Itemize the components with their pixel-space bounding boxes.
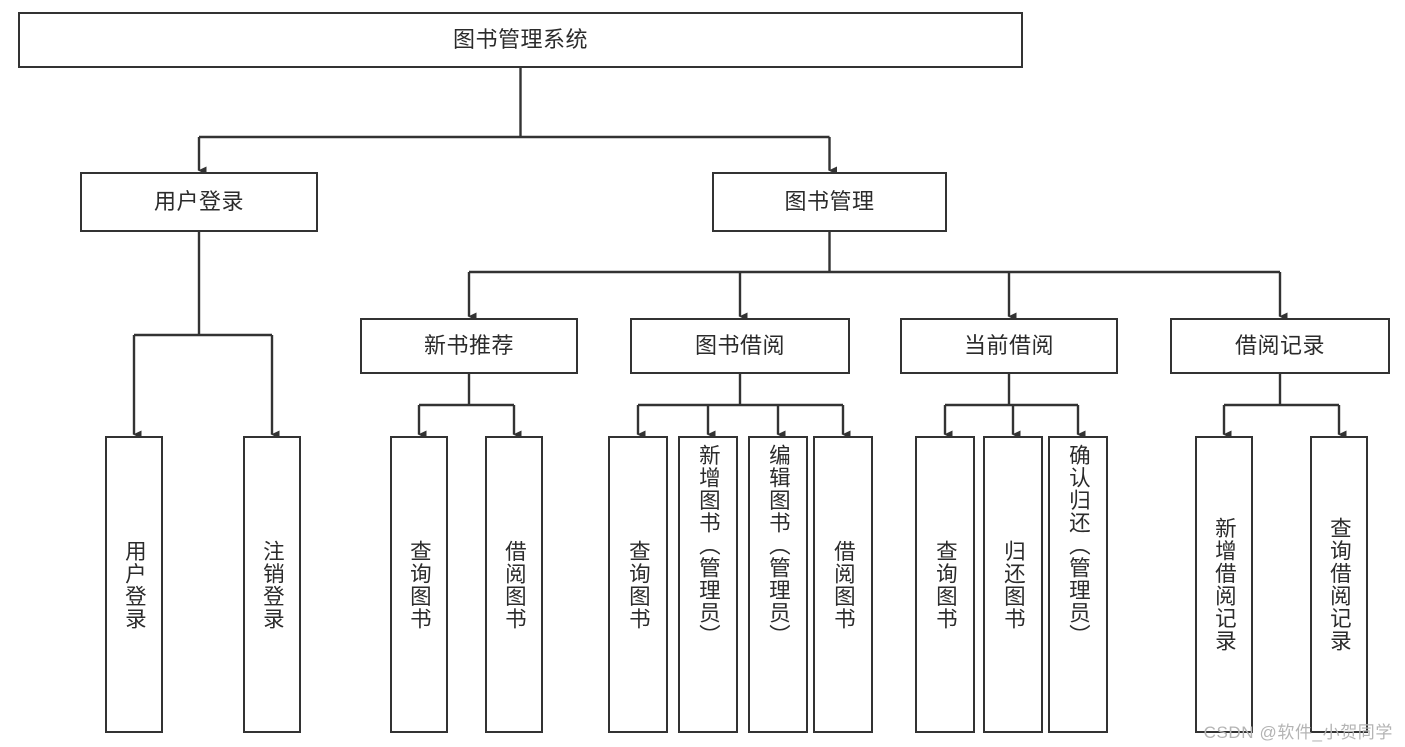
node-leaf-2[interactable]: 查询图书 (390, 436, 448, 733)
node-leaf-7[interactable]: 借阅图书 (813, 436, 873, 733)
node-label: 查询图书 (626, 539, 651, 630)
node-l2-0[interactable]: 新书推荐 (360, 318, 578, 374)
node-leaf-0[interactable]: 用户登录 (105, 436, 163, 733)
node-label: 新增图书（管理员） (696, 444, 721, 647)
node-label: 新书推荐 (423, 332, 514, 358)
node-leaf-10[interactable]: 确认归还（管理员） (1048, 436, 1108, 733)
node-l2-1[interactable]: 图书借阅 (630, 318, 850, 374)
node-l1-0[interactable]: 用户登录 (80, 172, 318, 232)
node-label: 查询图书 (407, 539, 432, 630)
node-label: 注销登录 (260, 539, 285, 630)
node-label: 查询图书 (933, 539, 958, 630)
node-label: 查询借阅记录 (1327, 517, 1352, 652)
node-root[interactable]: 图书管理系统 (18, 12, 1023, 68)
node-l2-2[interactable]: 当前借阅 (900, 318, 1118, 374)
node-label: 借阅记录 (1234, 332, 1325, 358)
node-leaf-11[interactable]: 新增借阅记录 (1195, 436, 1253, 733)
node-label: 图书管理系统 (452, 26, 588, 52)
node-leaf-12[interactable]: 查询借阅记录 (1310, 436, 1368, 733)
node-label: 编辑图书（管理员） (766, 444, 791, 647)
node-label: 借阅图书 (831, 539, 856, 630)
node-label: 图书借阅 (694, 332, 785, 358)
node-leaf-5[interactable]: 新增图书（管理员） (678, 436, 738, 733)
node-leaf-4[interactable]: 查询图书 (608, 436, 668, 733)
node-l2-3[interactable]: 借阅记录 (1170, 318, 1390, 374)
node-label: 归还图书 (1001, 539, 1026, 630)
node-label: 当前借阅 (963, 332, 1054, 358)
node-leaf-1[interactable]: 注销登录 (243, 436, 301, 733)
node-leaf-6[interactable]: 编辑图书（管理员） (748, 436, 808, 733)
node-label: 确认归还（管理员） (1066, 444, 1091, 647)
node-leaf-3[interactable]: 借阅图书 (485, 436, 543, 733)
node-l1-1[interactable]: 图书管理 (712, 172, 947, 232)
node-label: 用户登录 (153, 188, 244, 214)
node-label: 借阅图书 (502, 539, 527, 630)
node-label: 图书管理 (784, 188, 875, 214)
node-leaf-9[interactable]: 归还图书 (983, 436, 1043, 733)
node-leaf-8[interactable]: 查询图书 (915, 436, 975, 733)
node-label: 新增借阅记录 (1212, 517, 1237, 652)
connector-group (132, 68, 1347, 439)
node-label: 用户登录 (122, 539, 147, 630)
